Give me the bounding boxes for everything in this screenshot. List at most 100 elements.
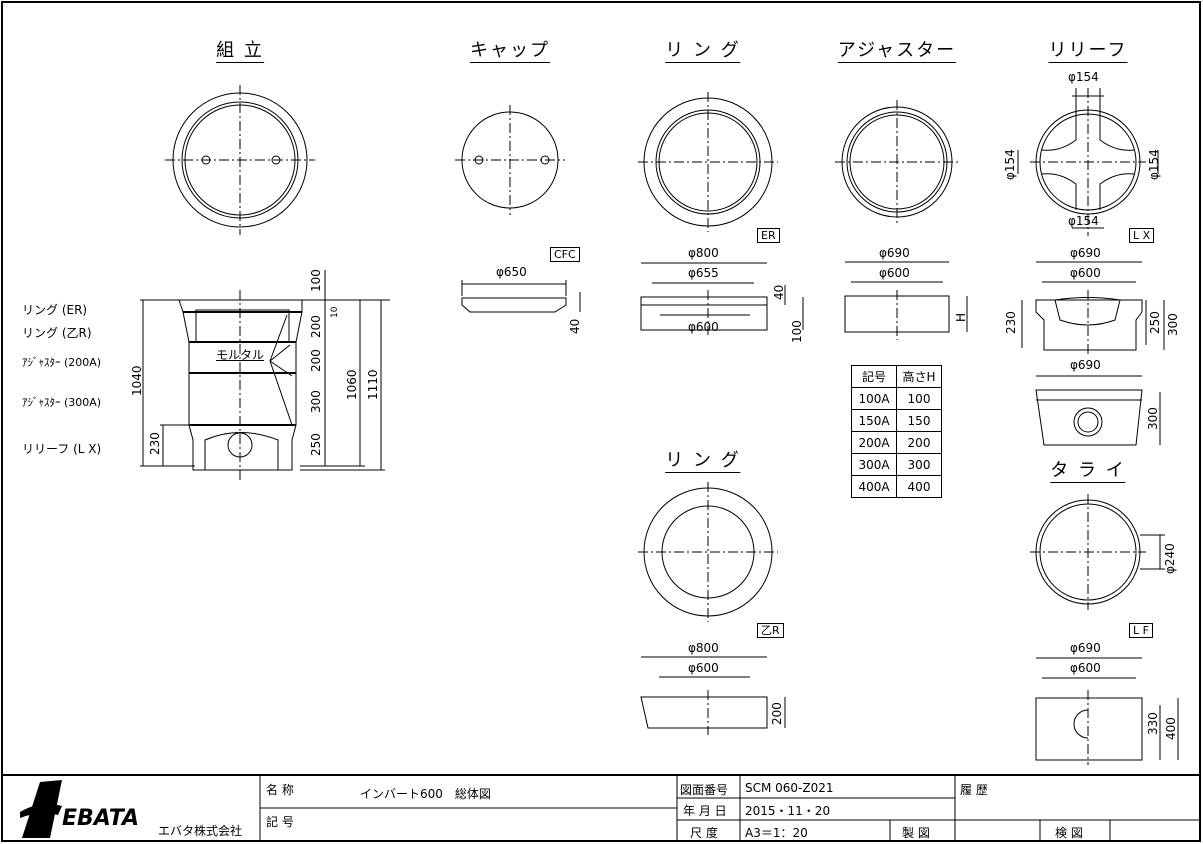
dim-text: φ690 — [879, 246, 910, 260]
part-label: ｱｼﾞｬｽﾀｰ (200A) — [22, 356, 102, 369]
dim-text: φ154 — [1068, 70, 1099, 84]
dim-text: 300 — [1166, 313, 1180, 336]
dim-text: 40 — [568, 318, 582, 334]
drawing-no-label: 図面番号 — [680, 783, 729, 797]
type-label-ring-er: ER — [757, 228, 780, 243]
type-label-cap: CFC — [550, 247, 580, 262]
table-cell: 100A — [851, 387, 897, 410]
dim-text: 300 — [1146, 407, 1160, 430]
dim-text: φ600 — [688, 661, 719, 675]
dim-text: 200 — [770, 702, 784, 725]
ring-zr-section — [640, 656, 786, 735]
company-name: エバタ株式会社 — [158, 824, 243, 838]
name-label: 名 称 — [266, 783, 294, 797]
table-cell: 300 — [896, 453, 942, 476]
part-label: ｱｼﾞｬｽﾀｰ (300A) — [22, 396, 102, 409]
dim-text: φ154 — [1147, 149, 1161, 180]
date: 2015・11・20 — [745, 804, 831, 818]
dim-text: 1060 — [345, 369, 359, 400]
dim-text: 400 — [1164, 717, 1178, 740]
table-cell: 200A — [851, 431, 897, 454]
tarai-plan — [1030, 494, 1165, 610]
heading-ring-er: リ ン グ — [665, 40, 741, 63]
scale: A3＝1：20 — [745, 826, 808, 840]
dim-text: φ650 — [496, 265, 527, 279]
dim-text: 230 — [1004, 311, 1018, 334]
cap-section — [461, 280, 581, 313]
table-cell: 400A — [851, 475, 897, 498]
heading-ring-zr: リ ン グ — [665, 450, 741, 473]
drawing-no: SCM 060-Z021 — [745, 781, 834, 795]
drawing-name: インバート600 総体図 — [360, 787, 491, 801]
history-label: 履 歴 — [960, 783, 988, 797]
part-label: リング (乙R) — [22, 326, 92, 340]
table-cell: 150 — [896, 409, 942, 432]
part-label: リリーフ (L X) — [22, 442, 102, 456]
drawn-label: 製 図 — [902, 826, 930, 840]
dim-text: 1110 — [366, 369, 380, 400]
ring-er-section — [640, 262, 804, 335]
dim-text: 330 — [1146, 712, 1160, 735]
table-header: 記号 — [851, 365, 897, 388]
table-cell: 400 — [896, 475, 942, 498]
assembly-plan — [165, 85, 315, 235]
adjuster-section — [844, 261, 968, 340]
dim-text: φ690 — [1070, 641, 1101, 655]
dim-text: φ800 — [688, 246, 719, 260]
title-block-lines — [2, 774, 1200, 841]
cap-plan — [455, 105, 565, 215]
checked-label: 検 図 — [1055, 826, 1083, 840]
heading-cap: キャップ — [470, 40, 550, 63]
ring-zr-plan — [638, 482, 778, 622]
part-label: リング (ER) — [22, 303, 88, 317]
dim-text: 230 — [148, 432, 162, 455]
dim-text: φ690 — [1070, 358, 1101, 372]
dim-text: φ154 — [1068, 214, 1099, 228]
mortar-label: モルタル — [216, 348, 265, 362]
dim-text: H — [954, 312, 968, 322]
heading-relief: リリーフ — [1048, 40, 1128, 63]
table-cell: 300A — [851, 453, 897, 476]
type-label-ring-zr: 乙R — [757, 623, 784, 638]
date-label: 年 月 日 — [683, 804, 727, 818]
dim-text: φ154 — [1003, 149, 1017, 180]
dim-text: φ600 — [1070, 661, 1101, 675]
dim-text: 200 — [309, 315, 323, 338]
dim-text: φ690 — [1070, 246, 1101, 260]
heading-adjuster: アジャスター — [837, 40, 957, 63]
company-logo-text: EBATA — [62, 806, 140, 831]
table-cell: 200 — [896, 431, 942, 454]
dim-text: 100 — [790, 320, 804, 343]
dim-text: φ600 — [879, 266, 910, 280]
ring-er-plan — [638, 92, 778, 232]
scale-label: 尺 度 — [690, 826, 718, 840]
dim-text: φ800 — [688, 641, 719, 655]
dim-text: 40 — [772, 284, 786, 300]
table-cell: 150A — [851, 409, 897, 432]
dim-text: 250 — [1148, 311, 1162, 334]
dim-text: φ655 — [688, 266, 719, 280]
type-label-tarai: L F — [1129, 623, 1153, 638]
dim-text: 200 — [309, 349, 323, 372]
dim-text: 100 — [309, 269, 323, 292]
table-cell: 100 — [896, 387, 942, 410]
heading-tarai: タ ラ イ — [1050, 460, 1126, 483]
adjuster-plan — [835, 100, 960, 225]
heading-assembly: 組 立 — [216, 40, 264, 63]
symbol-label: 記 号 — [266, 815, 294, 829]
assembly-section — [140, 270, 390, 480]
dim-text: 1040 — [130, 365, 144, 396]
dim-text: φ600 — [1070, 266, 1101, 280]
tarai-section — [1035, 657, 1179, 765]
table-header-row: 記号高さH — [851, 365, 942, 388]
table-header: 高さH — [896, 365, 942, 388]
dim-text: 10 — [330, 306, 340, 318]
